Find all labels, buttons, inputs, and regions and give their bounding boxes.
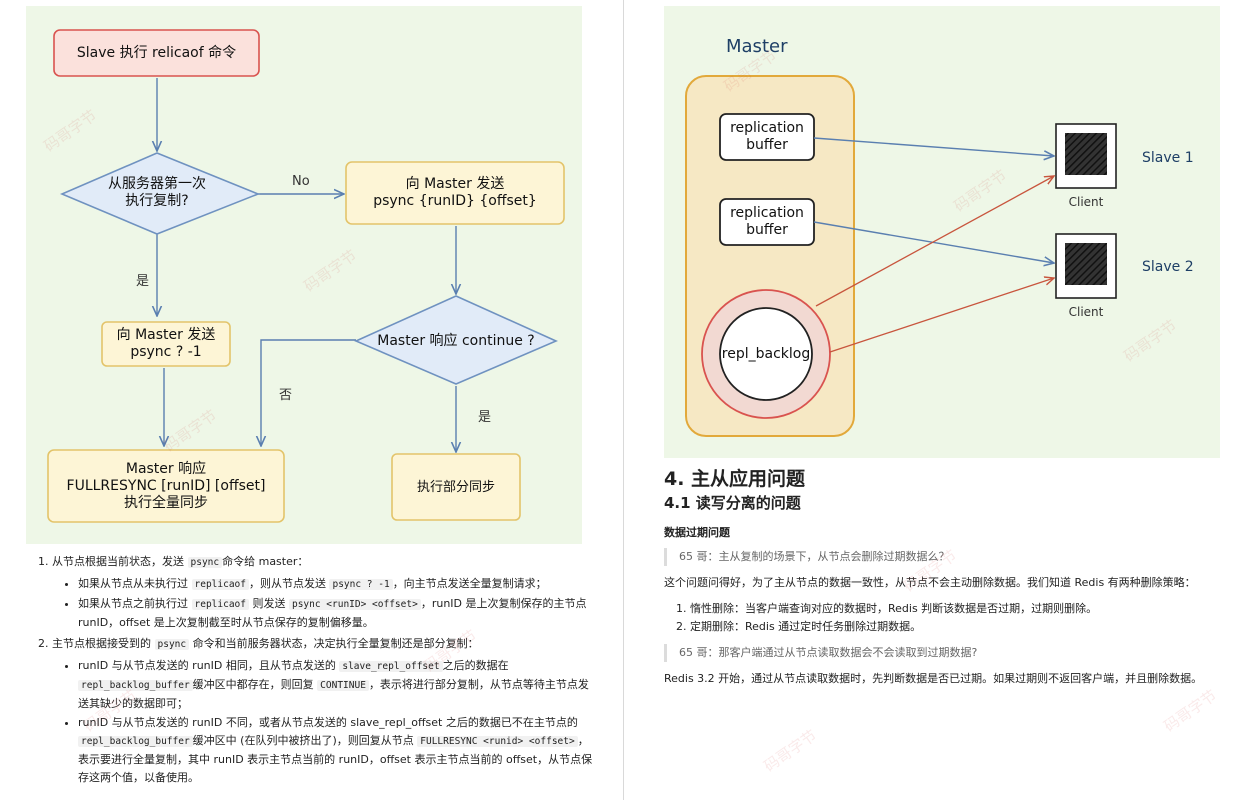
list-item: 如果从节点从未执行过 replicaof，则从节点发送 psync ? -1，向… <box>78 575 594 594</box>
list-item: 如果从节点之前执行过 replicaof 则发送 psync <runID> <… <box>78 595 594 632</box>
section-heading: 4. 主从应用问题 <box>664 468 806 490</box>
client1-label: Client <box>1068 194 1104 209</box>
code-inline: psync <box>187 557 223 568</box>
read-write-separation-section: 4. 主从应用问题 4.1 读写分离的问题 数据过期问题 65 哥：主从复制的场… <box>664 466 1224 696</box>
paragraph: Redis 3.2 开始，通过从节点读取数据时，先判断数据是否已过期。如果过期则… <box>664 672 1203 685</box>
psync-run-node <box>345 161 565 225</box>
buffer2-label: replication buffer <box>730 205 804 238</box>
psync-run-label: 向 Master 发送 psync {runID} {offset} <box>373 176 537 209</box>
backlog-label: repl_backlog <box>721 345 811 362</box>
decision-first-label: 从服务器第一次 执行复制? <box>108 176 206 209</box>
paragraph: 这个问题问得好，为了主从节点的数据一致性，从节点不会主动删除数据。我们知道 Re… <box>664 576 1196 589</box>
list-item: 定期删除：Redis 通过定时任务删除过期数据。 <box>690 618 1224 636</box>
buffer-diagram-drawing <box>685 75 1117 437</box>
arrow-buffer1-to-slave1 <box>813 137 1054 156</box>
buffer1-label: replication buffer <box>730 120 804 153</box>
code-inline: FULLRESYNC <runid> <offset> <box>417 736 578 747</box>
slave2-client-fill <box>1065 243 1107 285</box>
code-inline: slave_repl_offset <box>339 661 443 672</box>
master-label: Master <box>726 35 788 57</box>
edge-label-no: No <box>292 174 310 189</box>
list-item: 主节点根据接受到的 psync 命令和当前服务器状态，决定执行全量复制还是部分复… <box>52 635 594 787</box>
decision-continue-label: Master 响应 continue ? <box>377 332 535 349</box>
edge-label-fou: 否 <box>279 388 293 403</box>
replication-buffer-diagram: Master replication buffer replication bu… <box>664 6 1220 458</box>
arrow-backlog-to-slave2 <box>829 278 1054 353</box>
replication-flowchart: Slave 执行 relicaof 命令 从服务器第一次 执行复制? 向 Mas… <box>26 6 582 544</box>
slave2-label: Slave 2 <box>1142 258 1194 275</box>
slave1-client-fill <box>1065 133 1107 175</box>
arrow-continue-no-to-full <box>261 339 356 446</box>
full-sync-label: Master 响应 FULLRESYNC [runID] [offset] 执行… <box>66 460 266 511</box>
list-item: runID 与从节点发送的 runID 相同，且从节点发送的 slave_rep… <box>78 657 594 713</box>
subsection-heading: 4.1 读写分离的问题 <box>664 494 801 512</box>
blockquote: 65 哥：主从复制的场景下，从节点会删除过期数据么？ <box>664 548 1224 566</box>
paragraph-heading: 数据过期问题 <box>664 526 730 539</box>
code-inline: CONTINUE <box>317 680 369 691</box>
client2-label: Client <box>1068 304 1104 319</box>
decision-first-node <box>59 152 261 235</box>
code-inline: replicaof <box>191 579 249 590</box>
backlog-inner-ring <box>719 307 813 401</box>
blockquote: 65 哥：那客户端通过从节点读取数据会不会读取到过期数据? <box>664 644 1224 662</box>
arrow-backlog-to-slave1 <box>815 176 1054 307</box>
code-inline: psync <runID> <offset> <box>288 599 421 610</box>
edge-label-shi: 是 <box>478 410 492 425</box>
list-item: 惰性删除：当客户端查询对应的数据时，Redis 判断该数据是否过期，过期则删除。 <box>690 600 1224 618</box>
arrow-buffer2-to-slave2 <box>813 221 1054 263</box>
watermark: 码哥字节 <box>760 726 821 776</box>
list-item: runID 与从节点发送的 runID 不同，或者从节点发送的 slave_re… <box>78 714 594 787</box>
code-inline: psync <box>154 639 190 650</box>
slave1-label: Slave 1 <box>1142 149 1194 166</box>
full-sync-node <box>47 449 285 523</box>
flowchart-drawing <box>47 29 565 523</box>
psync-first-label: 向 Master 发送 psync ? -1 <box>116 327 216 360</box>
code-inline: repl_backlog_buffer <box>78 736 193 747</box>
page-divider <box>623 0 624 800</box>
start-node <box>53 29 260 77</box>
code-inline: psync ? -1 <box>329 579 393 590</box>
edge-label-yes: 是 <box>136 274 150 289</box>
partial-sync-label: 执行部分同步 <box>416 479 495 495</box>
decision-continue-node <box>354 295 558 385</box>
partial-sync-node <box>391 453 521 521</box>
code-inline: repl_backlog_buffer <box>78 680 193 691</box>
psync-first-node <box>101 321 231 367</box>
code-inline: replicaof <box>191 599 249 610</box>
start-node-label: Slave 执行 relicaof 命令 <box>76 44 237 61</box>
buffer-box-1 <box>719 113 815 161</box>
